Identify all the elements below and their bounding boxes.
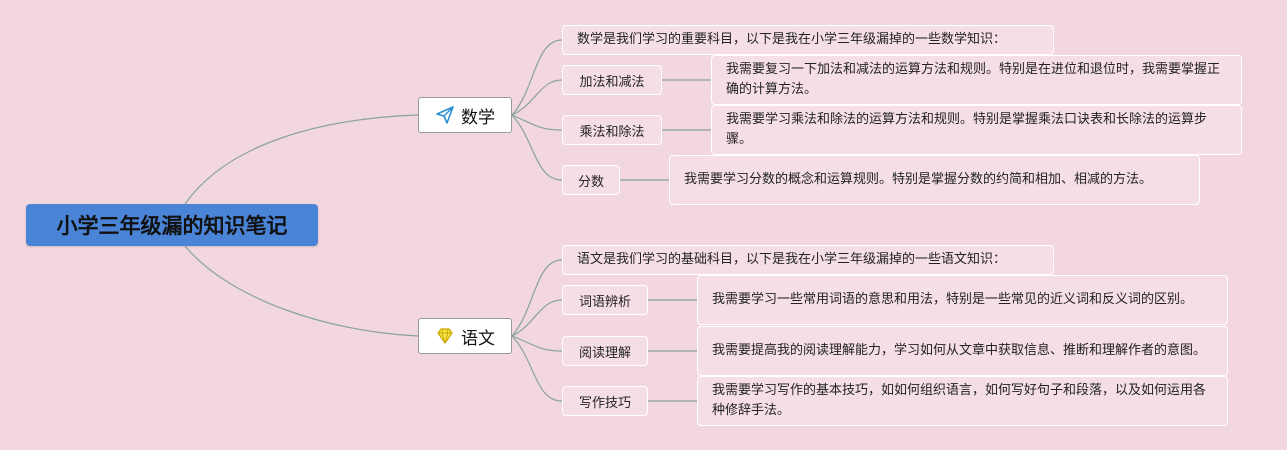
topic-math[interactable]: 数学	[418, 97, 512, 133]
math-desc-text: 我需要学习乘法和除法的运算方法和规则。特别是掌握乘法口诀表和长除法的运算步骤。	[726, 112, 1208, 147]
chinese-desc-text: 我需要提高我的阅读理解能力，学习如何从文章中获取信息、推断和理解作者的意图。	[712, 343, 1207, 358]
math-desc-multiply-divide[interactable]: 我需要学习乘法和除法的运算方法和规则。特别是掌握乘法口诀表和长除法的运算步骤。	[711, 105, 1242, 155]
math-intro-text: 数学是我们学习的重要科目，以下是我在小学三年级漏掉的一些数学知识：	[577, 32, 1007, 47]
chinese-desc-text: 我需要学习写作的基本技巧，如如何组织语言，如何写好句子和段落，以及如何运用各种修…	[712, 383, 1207, 418]
math-item-add-subtract[interactable]: 加法和减法	[562, 65, 662, 95]
math-item-label: 乘法和除法	[579, 124, 645, 140]
paper-plane-icon	[435, 105, 455, 125]
chinese-desc-word-analysis[interactable]: 我需要学习一些常用词语的意思和用法，特别是一些常见的近义词和反义词的区别。	[697, 275, 1228, 325]
math-desc-text: 我需要学习分数的概念和运算规则。特别是掌握分数的约简和相加、相减的方法。	[684, 172, 1153, 187]
chinese-desc-text: 我需要学习一些常用词语的意思和用法，特别是一些常见的近义词和反义词的区别。	[712, 292, 1194, 307]
chinese-desc-writing[interactable]: 我需要学习写作的基本技巧，如如何组织语言，如何写好句子和段落，以及如何运用各种修…	[697, 376, 1228, 426]
root-title: 小学三年级漏的知识笔记	[56, 214, 288, 238]
chinese-item-word-analysis[interactable]: 词语辨析	[562, 285, 648, 315]
math-desc-fractions[interactable]: 我需要学习分数的概念和运算规则。特别是掌握分数的约简和相加、相减的方法。	[669, 155, 1200, 205]
chinese-intro-text: 语文是我们学习的基础科目，以下是我在小学三年级漏掉的一些语文知识：	[577, 252, 1007, 267]
chinese-item-writing[interactable]: 写作技巧	[562, 386, 648, 416]
diamond-icon	[435, 326, 455, 346]
math-item-multiply-divide[interactable]: 乘法和除法	[562, 115, 662, 145]
math-intro[interactable]: 数学是我们学习的重要科目，以下是我在小学三年级漏掉的一些数学知识：	[562, 25, 1054, 55]
chinese-item-reading[interactable]: 阅读理解	[562, 336, 648, 366]
chinese-item-label: 词语辨析	[578, 294, 631, 310]
math-desc-text: 我需要复习一下加法和减法的运算方法和规则。特别是在进位和退位时，我需要掌握正确的…	[726, 62, 1221, 97]
topic-chinese[interactable]: 语文	[418, 318, 512, 354]
chinese-intro[interactable]: 语文是我们学习的基础科目，以下是我在小学三年级漏掉的一些语文知识：	[562, 245, 1054, 275]
chinese-item-label: 写作技巧	[578, 395, 631, 411]
topic-math-label: 数学	[461, 107, 495, 128]
math-item-fractions[interactable]: 分数	[562, 165, 620, 195]
math-item-label: 加法和减法	[579, 74, 645, 90]
math-desc-add-subtract[interactable]: 我需要复习一下加法和减法的运算方法和规则。特别是在进位和退位时，我需要掌握正确的…	[711, 55, 1242, 105]
topic-chinese-label: 语文	[461, 328, 495, 349]
math-item-label: 分数	[577, 174, 604, 190]
root-node[interactable]: 小学三年级漏的知识笔记	[26, 204, 318, 246]
chinese-desc-reading[interactable]: 我需要提高我的阅读理解能力，学习如何从文章中获取信息、推断和理解作者的意图。	[697, 326, 1228, 376]
chinese-item-label: 阅读理解	[578, 345, 631, 361]
